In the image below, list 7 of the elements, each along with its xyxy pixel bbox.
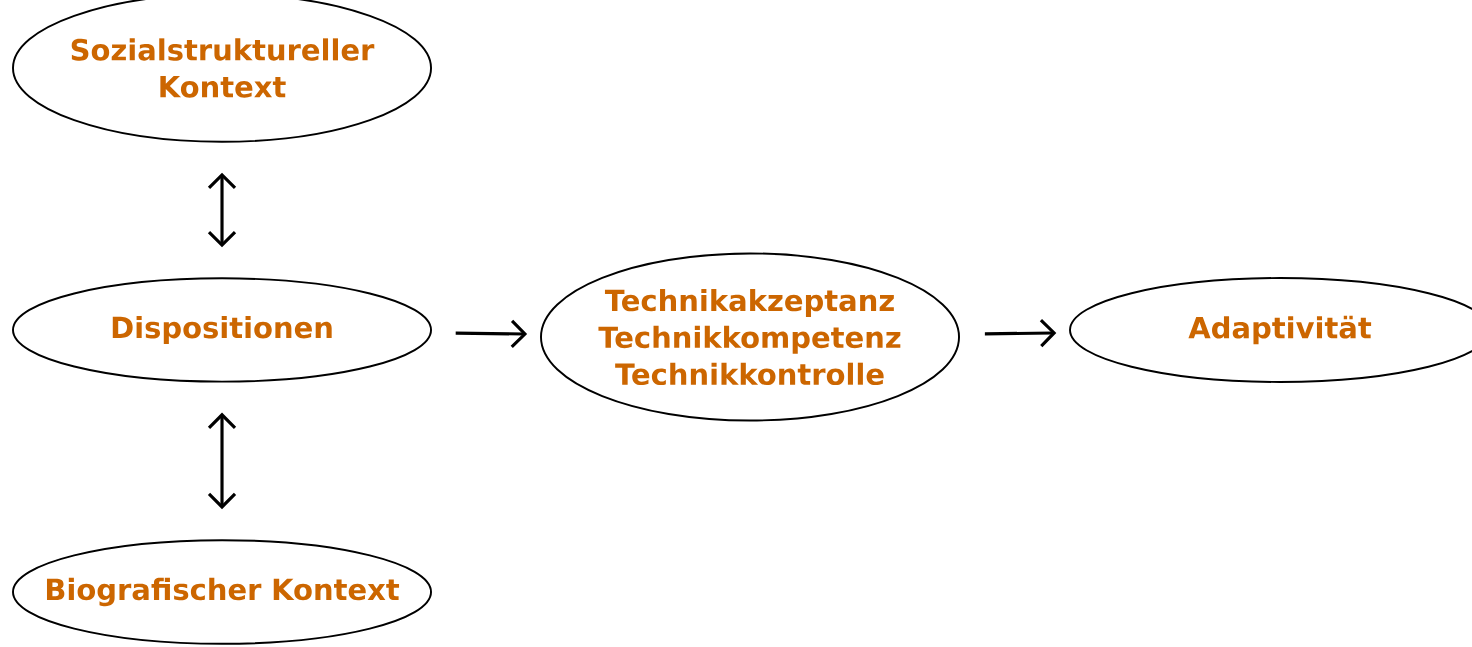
arrow	[984, 319, 1057, 348]
arrow	[207, 172, 237, 248]
arrow	[207, 412, 237, 510]
ellipse-node: Biografischer Kontext	[12, 539, 432, 645]
arrow	[455, 319, 528, 348]
ellipse-node: Technikakzeptanz Technikkompetenz Technikkontrolle	[540, 252, 960, 422]
ellipse-node: Dispositionen	[12, 277, 432, 383]
